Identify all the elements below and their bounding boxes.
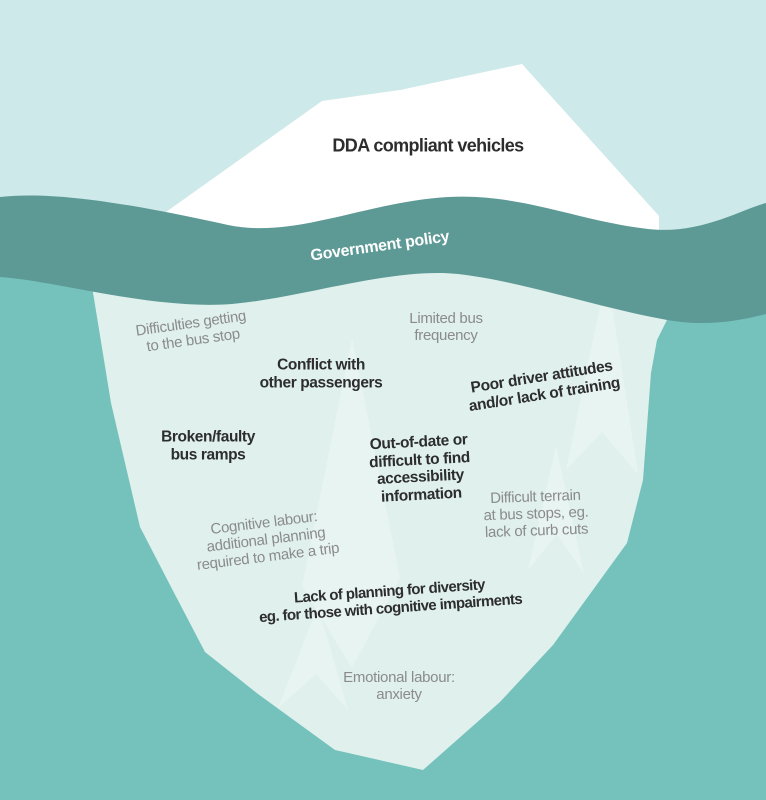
label-line: anxiety (376, 686, 422, 703)
label-limited-bus-frequency: Limited bus frequency (409, 309, 483, 344)
label-line: Broken/faulty (161, 428, 255, 446)
facet-mid-right (528, 446, 584, 574)
facet-right (566, 306, 638, 474)
label-line: bus ramps (170, 446, 246, 463)
label-line: DDA compliant vehicles (332, 135, 524, 156)
label-line: Conflict with (277, 356, 365, 374)
label-line: Emotional labour: (343, 668, 455, 686)
water-surface-wave-band (0, 195, 766, 324)
iceberg-facets (278, 306, 638, 710)
label-broken-faulty-bus-ramps: Broken/faulty bus ramps (161, 428, 255, 463)
label-line: Limited bus (409, 309, 483, 327)
facet-left (302, 338, 400, 668)
label-line: lack of curb cuts (484, 520, 589, 542)
label-dda-compliant-vehicles: DDA compliant vehicles (332, 135, 524, 157)
label-conflict-with-passengers: Conflict with other passengers (260, 356, 383, 391)
label-emotional-labour-anxiety: Emotional labour: anxiety (343, 669, 455, 703)
label-difficult-terrain-at-bus-stops: Difficult terrain at bus stops, eg. lack… (483, 487, 590, 542)
label-line: other passengers (259, 374, 383, 391)
label-out-of-date-accessibility-information: Out-of-date or difficult to find accessi… (368, 431, 472, 507)
label-line: frequency (414, 327, 478, 344)
facet-bottom (278, 606, 348, 710)
